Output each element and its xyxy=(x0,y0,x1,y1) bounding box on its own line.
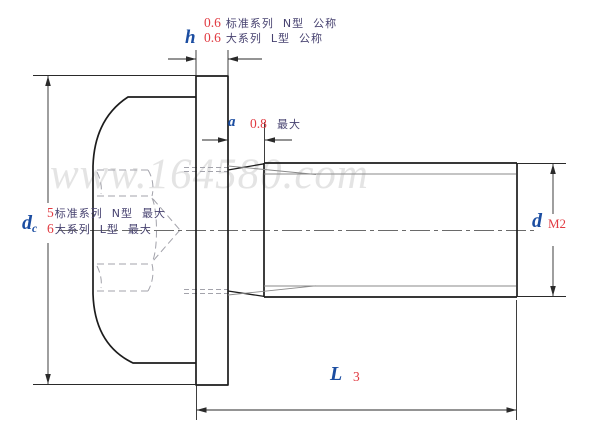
dim-a-symbol: a xyxy=(228,114,236,130)
dimension-h xyxy=(168,50,262,76)
dim-a-qualifier: 最大 xyxy=(277,118,301,131)
dim-dc-row1: 5 标准系列 N型 最大 xyxy=(47,206,166,220)
dim-h-row2: 0.6 大系列 L型 公称 xyxy=(204,31,323,45)
hidden-shank-lines xyxy=(184,167,228,294)
dim-d-symbol: d xyxy=(532,210,542,232)
hex-flange-head-outline xyxy=(92,75,229,386)
dimension-dc-arrows xyxy=(45,76,51,384)
dim-dc-row2-value: 6 xyxy=(47,221,54,236)
dim-dc-row2: 6 大系列 L型 最大 xyxy=(47,222,152,236)
dim-dc-row1-value: 5 xyxy=(47,205,54,220)
dim-a-value: 0.8 xyxy=(250,116,267,131)
dimension-L xyxy=(196,300,517,420)
dimension-L-arrows xyxy=(196,407,517,413)
dim-h-row1-text: 标准系列 N型 公称 xyxy=(225,17,338,30)
dimension-dc xyxy=(33,75,196,385)
dim-dc-row1-text: 标准系列 N型 最大 xyxy=(54,207,166,220)
dim-dc-symbol-letter: d xyxy=(22,212,32,234)
dim-h-row1: 0.6 标准系列 N型 公称 xyxy=(204,16,337,30)
dim-dc-symbol-subscript: c xyxy=(32,221,38,235)
dimension-d-arrows xyxy=(550,164,556,296)
thread-minor-lines xyxy=(227,165,516,296)
dim-L-value: 3 xyxy=(353,369,360,384)
dimension-a-arrows xyxy=(218,137,275,143)
dim-d-value: M2 xyxy=(548,216,567,231)
dim-L-symbol: L xyxy=(330,363,343,385)
dim-dc-symbol: dc xyxy=(22,213,37,234)
dim-h-symbol: h xyxy=(185,27,196,48)
dim-dc-row2-text: 大系列 L型 最大 xyxy=(54,223,152,236)
dim-h-row2-text: 大系列 L型 公称 xyxy=(225,32,323,45)
dim-h-row1-value: 0.6 xyxy=(204,15,221,30)
dimension-h-arrows xyxy=(186,56,238,62)
threaded-shank xyxy=(227,162,518,298)
dim-h-row2-value: 0.6 xyxy=(204,30,221,45)
neck-cone-lines xyxy=(227,163,265,298)
